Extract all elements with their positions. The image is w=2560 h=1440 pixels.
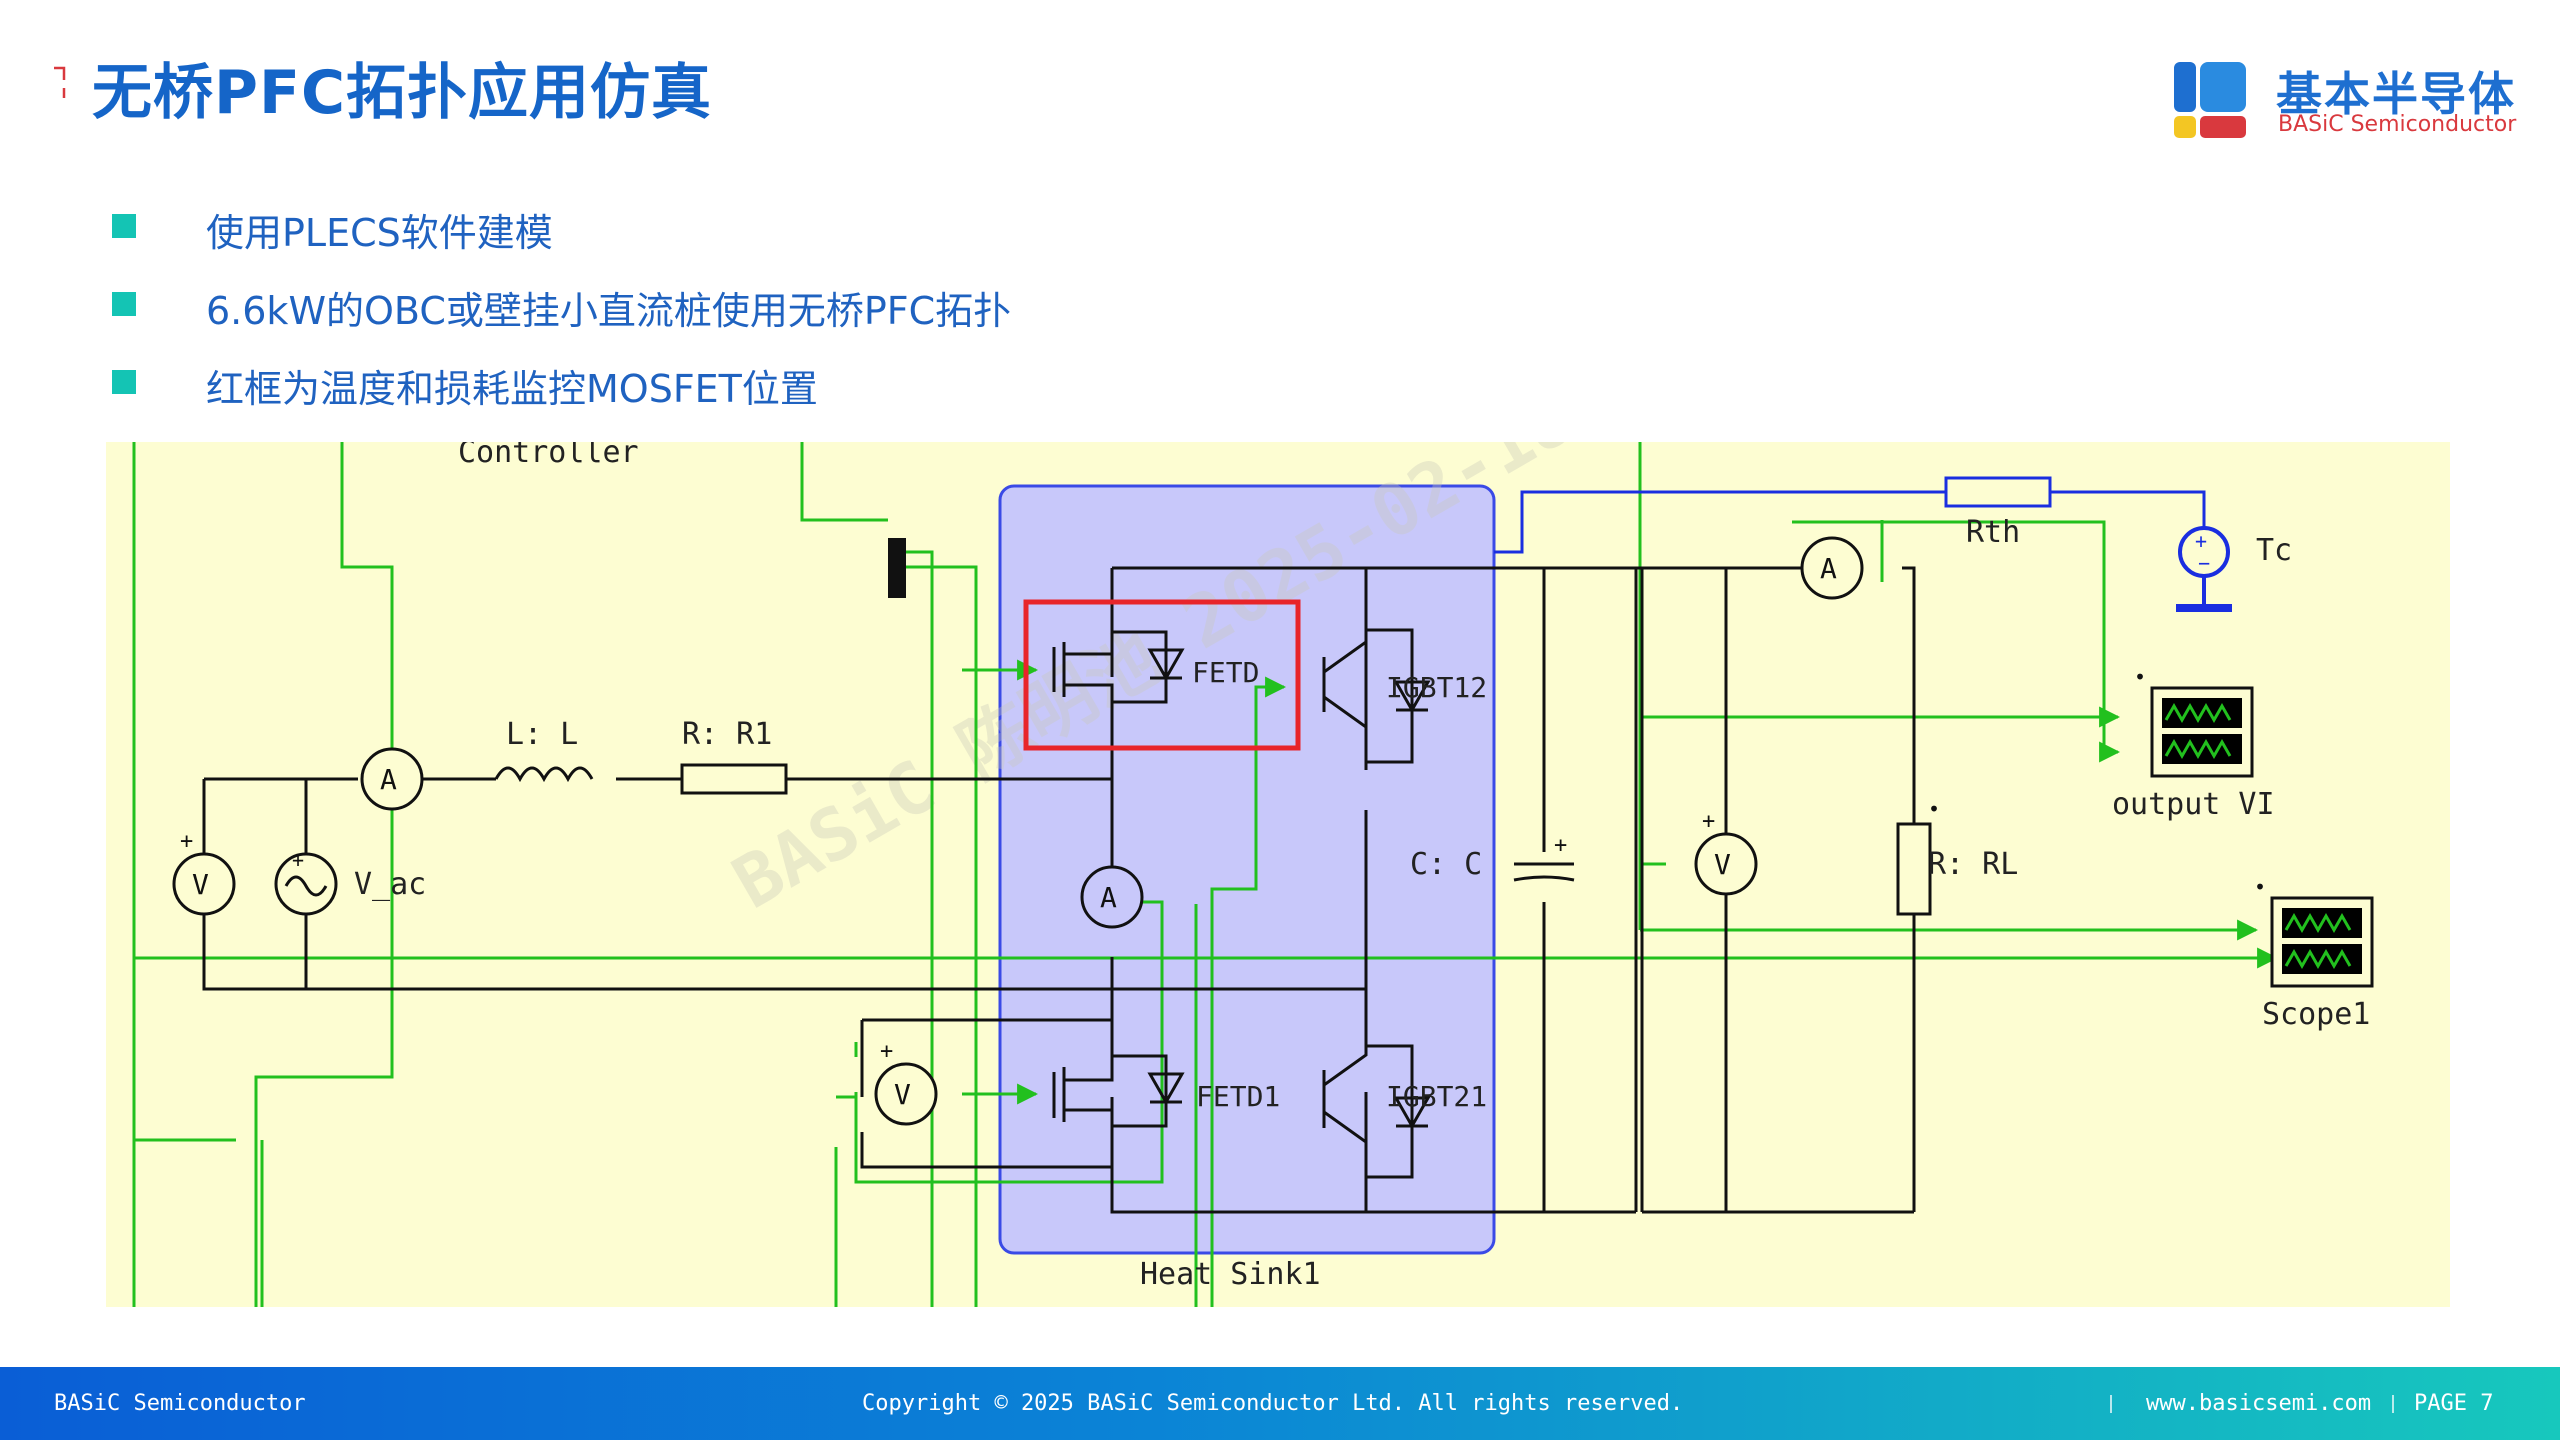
svg-text:+: + <box>2195 529 2207 553</box>
svg-text:+: + <box>1702 809 1715 834</box>
svg-text:A: A <box>380 763 397 796</box>
svg-text:R: RL: R: RL <box>1928 847 2018 882</box>
svg-text:Scope1: Scope1 <box>2262 997 2370 1032</box>
logo-mark-icon <box>2174 62 2246 138</box>
signal-lines <box>132 442 2279 1307</box>
heatsink-label: Heat Sink1 <box>1140 1257 1321 1292</box>
mosfet-bottom: FETD1 <box>1052 1042 1280 1142</box>
bullet-text: 使用PLECS软件建模 <box>206 211 553 255</box>
igbt-top: IGBT12 <box>1322 622 1487 764</box>
voltmeter-input: V + <box>172 829 236 916</box>
signal-connector <box>888 538 906 598</box>
svg-text:V: V <box>192 868 209 901</box>
inductor: L: L <box>494 717 594 783</box>
scope-output-vi: • output VI <box>2112 665 2275 822</box>
monitor-highlight-box <box>1023 599 1301 751</box>
footer-website-link[interactable]: www.basicsemi.com <box>2146 1391 2372 1416</box>
ammeter-output: A <box>1800 536 1864 600</box>
bullet-text: 6.6kW的OBC或壁挂小直流桩使用无桥PFC拓扑 <box>206 289 1012 333</box>
svg-text:A: A <box>1820 552 1837 585</box>
igbt-bottom: IGBT21 <box>1322 1037 1487 1179</box>
ammeter-bridge: A <box>1080 865 1144 929</box>
svg-text:R: R1: R: R1 <box>682 717 772 752</box>
voltmeter-output: V + <box>1694 809 1758 896</box>
scope-1: • Scope1 <box>2254 875 2374 1032</box>
rth-label: Rth <box>1966 515 2020 550</box>
svg-text:C: C: C: C <box>1410 847 1482 882</box>
svg-text:+: + <box>1554 833 1567 858</box>
voltmeter-fet: V + <box>874 1039 938 1126</box>
pfc-circuit-diagram: BASiC 陈明池 2025-02-18 <box>106 442 2450 1307</box>
svg-text:+: + <box>880 1039 893 1064</box>
svg-text:V: V <box>894 1078 911 1111</box>
svg-text:IGBT21: IGBT21 <box>1386 1080 1487 1113</box>
company-logo: 基本半导体 BASiC Semiconductor <box>2170 60 2530 144</box>
mosfet-top: FETD <box>1052 612 1259 717</box>
svg-text:•: • <box>2254 875 2266 899</box>
svg-text:output VI: output VI <box>2112 787 2275 822</box>
svg-text:+: + <box>180 829 193 854</box>
svg-text:•: • <box>1928 797 1940 821</box>
resistor-r1: R: R1 <box>680 717 788 795</box>
svg-text:A: A <box>1100 881 1117 914</box>
svg-text:V: V <box>1714 848 1731 881</box>
tc-thermal-source: + − Tc <box>2176 526 2292 612</box>
ac-source: + V_ac <box>274 848 426 916</box>
bullet-square-icon <box>112 214 136 238</box>
logo-text-en: BASiC Semiconductor <box>2278 112 2517 137</box>
svg-text:−: − <box>2198 551 2210 575</box>
svg-text:+: + <box>292 848 304 872</box>
capacitor: + C: C <box>1410 833 1575 882</box>
ammeter-input: A <box>360 747 424 811</box>
svg-text:FETD1: FETD1 <box>1196 1080 1280 1113</box>
bullet-text: 红框为温度和损耗监控MOSFET位置 <box>206 367 818 411</box>
bullet-square-icon <box>112 370 136 394</box>
page-footer: BASiC Semiconductor Copyright © 2025 BAS… <box>0 1367 2560 1440</box>
load-resistor: • R: RL <box>1896 797 2018 916</box>
footer-divider <box>2392 1395 2394 1413</box>
footer-company: BASiC Semiconductor <box>54 1391 306 1416</box>
svg-text:IGBT12: IGBT12 <box>1386 671 1487 704</box>
logo-text-cn: 基本半导体 <box>2276 67 2516 121</box>
page-number: PAGE 7 <box>2414 1391 2494 1416</box>
rth-resistor <box>1944 476 2052 508</box>
svg-text:Tc: Tc <box>2256 533 2292 568</box>
svg-text:L: L: L: L <box>506 717 578 752</box>
svg-text:FETD: FETD <box>1192 656 1259 689</box>
svg-text:•: • <box>2134 665 2146 689</box>
corner-accent-icon <box>54 66 66 98</box>
bullet-square-icon <box>112 292 136 316</box>
footer-copyright: Copyright © 2025 BASiC Semiconductor Ltd… <box>862 1391 1684 1416</box>
svg-text:V_ac: V_ac <box>354 867 426 902</box>
thermal-line <box>1494 490 2206 554</box>
page-title: 无桥PFC拓扑应用仿真 <box>92 58 712 128</box>
footer-divider <box>2110 1395 2112 1413</box>
controller-label: Controller <box>458 442 639 470</box>
heatsink-area <box>998 484 1496 1255</box>
